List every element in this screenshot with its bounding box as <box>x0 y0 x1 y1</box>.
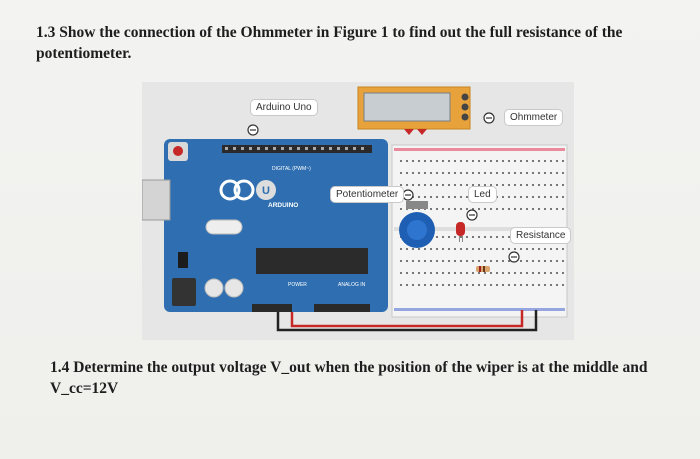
resistance-label: Resistance <box>510 227 572 244</box>
figure-1: U DIGITAL (PWM~) ARDUINO POWER ANALOG IN <box>141 82 574 340</box>
atmega-chip <box>256 248 368 274</box>
analog-label: ANALOG IN <box>338 282 366 288</box>
analog-header <box>314 304 370 312</box>
power-header <box>252 304 292 312</box>
digital-label: DIGITAL (PWM~) <box>272 166 311 172</box>
ohmmeter <box>357 86 471 135</box>
arduino-board: U DIGITAL (PWM~) ARDUINO POWER ANALOG IN <box>141 139 388 312</box>
resistor <box>476 266 490 272</box>
ohmmeter-label: Ohmmeter <box>504 109 564 126</box>
led-label: Led <box>468 186 497 203</box>
arduino-brand: ARDUINO <box>268 202 298 209</box>
black-wire <box>276 310 538 332</box>
red-wire <box>290 310 524 328</box>
power-label: POWER <box>288 282 307 288</box>
question-1-4: 1.4 Determine the output voltage V_out w… <box>50 359 648 397</box>
potentiometer-label: Potentiometer <box>330 186 405 203</box>
svg-text:U: U <box>262 185 270 197</box>
led <box>456 222 465 242</box>
power-jack <box>172 278 196 306</box>
usb-port <box>141 179 171 221</box>
arduino-logo <box>219 179 241 201</box>
question-1-3: 1.3 Show the connection of the Ohmmeter … <box>36 24 623 62</box>
circuit-illustration: U DIGITAL (PWM~) ARDUINO POWER ANALOG IN <box>141 86 568 332</box>
potentiometer <box>399 201 435 248</box>
arduino-uno-label: Arduino Uno <box>250 99 318 116</box>
